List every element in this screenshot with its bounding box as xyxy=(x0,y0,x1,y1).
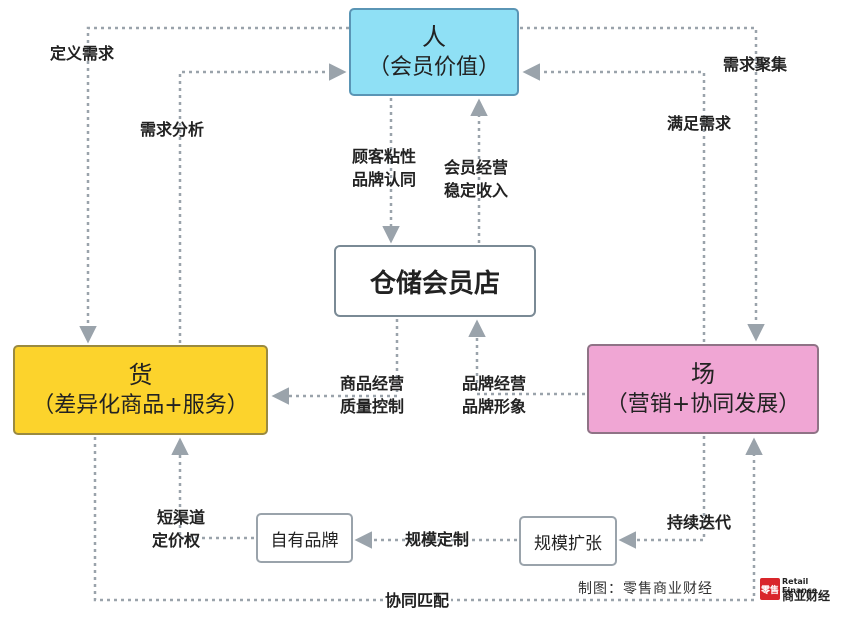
edge-needs-analysis xyxy=(178,63,347,343)
label-income-line2: 稳定收入 xyxy=(444,181,509,200)
node-venue-subtitle: （营销+协同发展） xyxy=(605,392,801,417)
brand-logo-chinese: 商业财经 xyxy=(782,589,831,603)
credit-text: 制图：零售商业财经 xyxy=(578,581,713,597)
node-goods-title: 货 xyxy=(128,361,153,389)
node-person-subtitle: （会员价值） xyxy=(367,55,500,80)
edge-needs-aggregation xyxy=(520,26,765,342)
edge-define-needs xyxy=(79,26,349,344)
label-goods-ops-line1: 商品经营 xyxy=(340,374,405,393)
brand-logo-english: Retail Finance xyxy=(782,577,818,595)
label-income-line1: 会员经营 xyxy=(444,158,509,177)
node-scale-title: 规模扩张 xyxy=(534,533,602,554)
label-define-needs: 定义需求 xyxy=(50,44,115,63)
node-own-brand-title: 自有品牌 xyxy=(270,530,339,551)
label-meet-needs: 满足需求 xyxy=(667,114,732,133)
node-venue-title: 场 xyxy=(691,360,715,388)
label-scale-custom: 规模定制 xyxy=(405,530,470,549)
node-goods: 货 （差异化商品+服务） xyxy=(13,345,268,435)
label-loyalty-line1: 顾客粘性 xyxy=(352,147,417,166)
label-loyalty-line2: 品牌认同 xyxy=(352,170,417,189)
node-goods-subtitle: （差异化商品+服务） xyxy=(32,393,249,418)
label-brand-ops-line2: 品牌形象 xyxy=(462,397,527,416)
edge-goods-ops xyxy=(271,319,399,405)
node-own-brand: 自有品牌 xyxy=(256,513,353,563)
label-iteration: 持续迭代 xyxy=(667,513,732,532)
node-store-title: 仓储会员店 xyxy=(369,268,500,299)
label-channel-line2: 定价权 xyxy=(152,531,201,550)
node-venue: 场 （营销+协同发展） xyxy=(587,344,819,434)
label-needs-aggregation: 需求聚集 xyxy=(723,55,788,74)
node-person-title: 人 xyxy=(422,23,446,51)
edge-brand-ops xyxy=(468,319,585,396)
label-goods-ops-line2: 质量控制 xyxy=(340,397,405,416)
label-needs-analysis: 需求分析 xyxy=(140,120,205,139)
node-warehouse-store: 仓储会员店 xyxy=(334,245,536,317)
label-synergy: 协同匹配 xyxy=(383,590,452,612)
label-brand-ops-line1: 品牌经营 xyxy=(462,374,527,393)
node-scale-expansion: 规模扩张 xyxy=(519,516,617,566)
brand-logo-icon: 零售 xyxy=(760,578,780,600)
node-person-member-value: 人 （会员价值） xyxy=(349,8,519,96)
label-channel-line1: 短渠道 xyxy=(157,508,206,527)
